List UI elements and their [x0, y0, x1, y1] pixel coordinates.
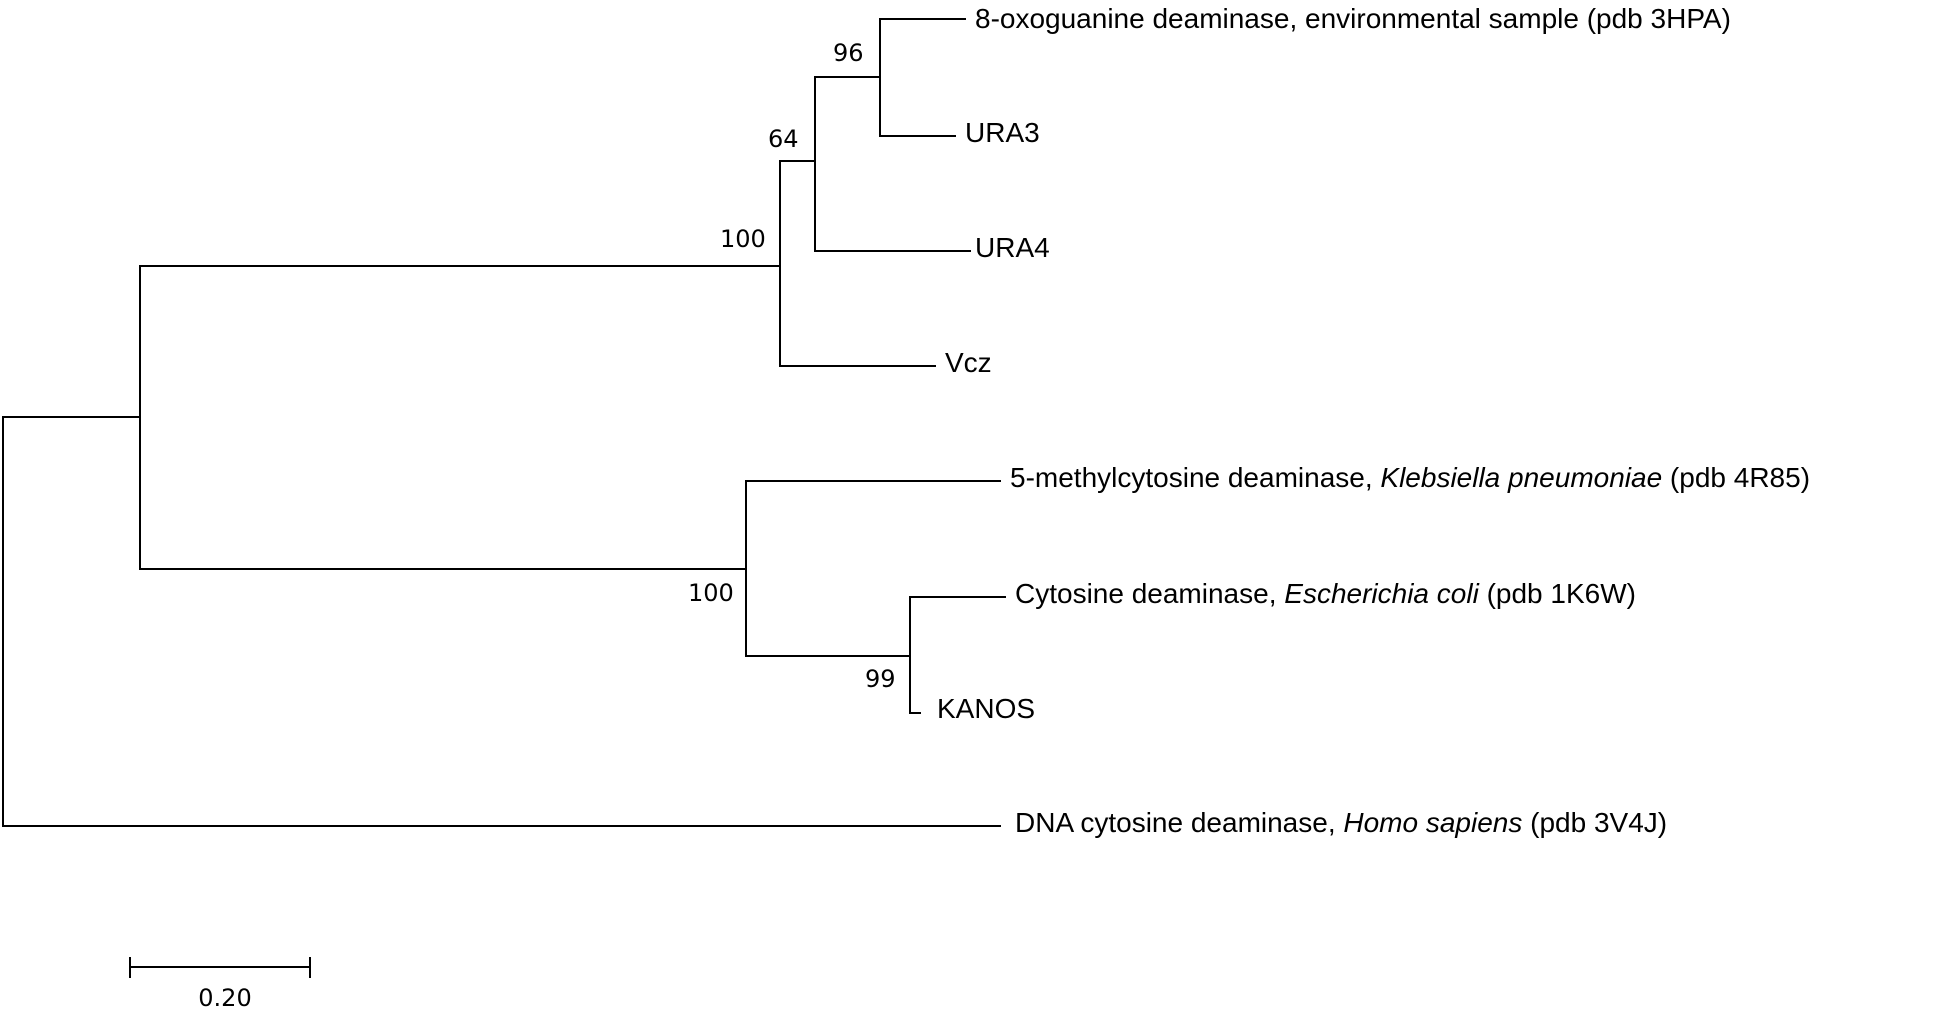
leaf-label-segment: (pdb 4R85) — [1662, 462, 1810, 493]
leaf-label-segment: Cytosine deaminase, — [1015, 578, 1284, 609]
leaf-label-kanos: KANOS — [937, 693, 1035, 724]
leaf-label-ura4: URA4 — [975, 232, 1050, 263]
bootstrap-node-96: 96 — [833, 39, 864, 67]
leaf-label-ura3: URA3 — [965, 117, 1040, 148]
bootstrap-node-100-upper: 100 — [720, 225, 766, 253]
leaf-label-segment: 8-oxoguanine deaminase, environmental sa… — [975, 3, 1731, 34]
bootstrap-node-99: 99 — [865, 665, 896, 693]
leaf-label-segment: URA4 — [975, 232, 1050, 263]
leaf-label-segment: Vcz — [945, 347, 992, 378]
tree-branches — [2, 18, 1006, 827]
bootstrap-node-64: 64 — [768, 125, 799, 153]
scale-bar-label: 0.20 — [198, 984, 251, 1011]
leaf-label-segment: Homo sapiens — [1343, 807, 1522, 838]
leaf-label-cytosine-deaminase-ecoli: Cytosine deaminase, Escherichia coli (pd… — [1015, 578, 1636, 609]
leaf-label-oxoguanine: 8-oxoguanine deaminase, environmental sa… — [975, 3, 1731, 34]
leaf-labels: 8-oxoguanine deaminase, environmental sa… — [937, 3, 1810, 838]
leaf-label-segment: Escherichia coli — [1284, 578, 1479, 609]
leaf-label-segment: Klebsiella pneumoniae — [1380, 462, 1662, 493]
leaf-label-human-dna-cytosine-deaminase: DNA cytosine deaminase, Homo sapiens (pd… — [1015, 807, 1667, 838]
leaf-label-segment: 5-methylcytosine deaminase, — [1010, 462, 1380, 493]
leaf-label-methylcytosine-deaminase: 5-methylcytosine deaminase, Klebsiella p… — [1010, 462, 1810, 493]
bootstrap-node-100-lower: 100 — [688, 579, 734, 607]
leaf-label-segment: (pdb 3V4J) — [1522, 807, 1667, 838]
leaf-label-segment: (pdb 1K6W) — [1479, 578, 1636, 609]
leaf-label-segment: URA3 — [965, 117, 1040, 148]
scale-bar: 0.20 — [129, 957, 311, 1011]
bootstrap-values: 96 64 100 100 99 — [688, 39, 896, 693]
leaf-label-segment: DNA cytosine deaminase, — [1015, 807, 1343, 838]
leaf-label-vcz: Vcz — [945, 347, 992, 378]
leaf-label-segment: KANOS — [937, 693, 1035, 724]
